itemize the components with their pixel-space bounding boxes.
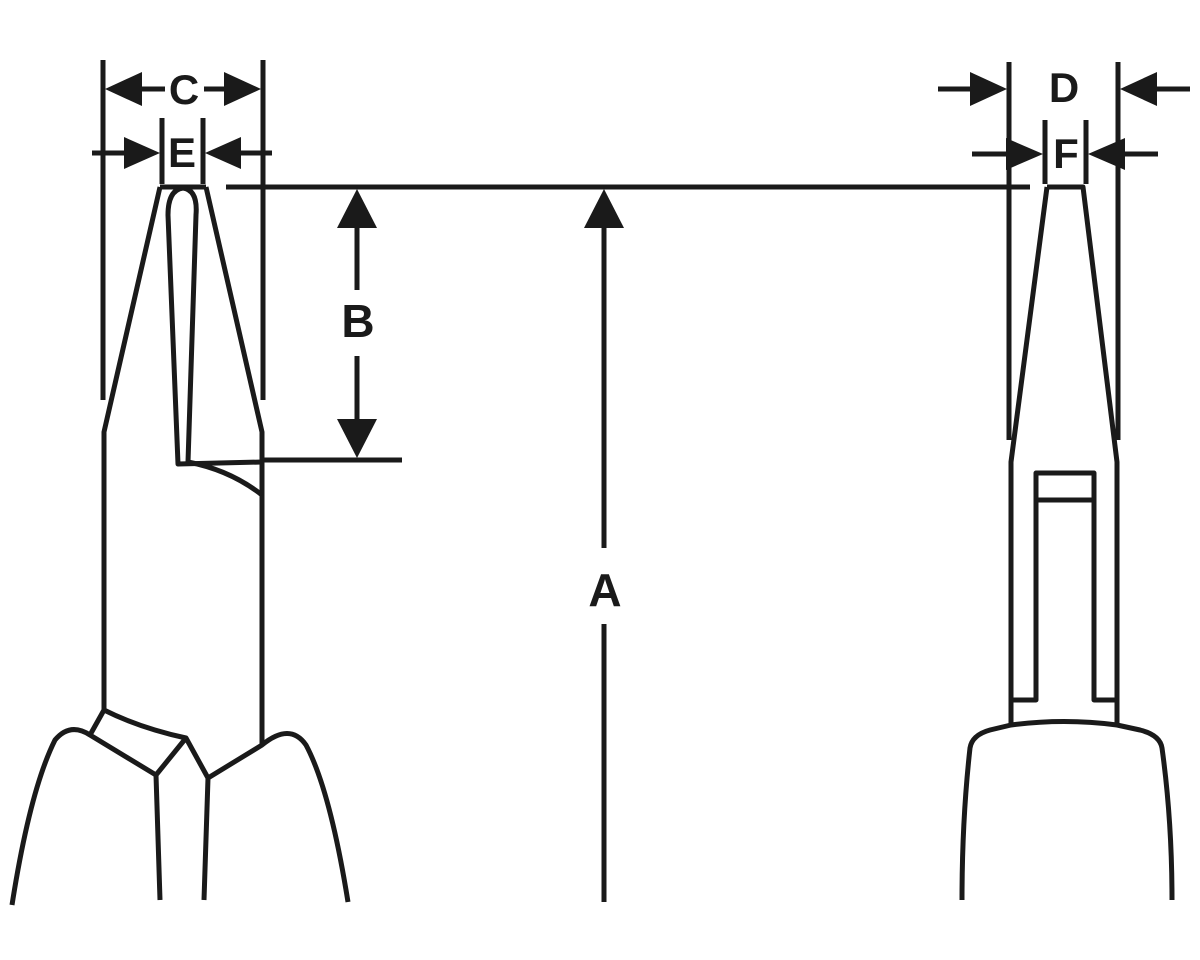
left-handle-right <box>102 707 351 903</box>
left-jaw-outline <box>101 184 265 745</box>
right-pliers-front-view <box>959 184 1175 901</box>
d-arrow-left <box>970 72 1007 106</box>
dimension-d: D <box>938 64 1190 111</box>
left-jaw-curve <box>187 459 264 497</box>
b-arrow-up <box>337 189 377 228</box>
right-handle <box>959 719 1175 901</box>
b-arrow-down <box>337 419 377 458</box>
label-c: C <box>169 66 199 113</box>
dimension-c: C <box>105 66 261 113</box>
reference-lines <box>100 60 1121 463</box>
label-d: D <box>1049 64 1079 111</box>
label-a: A <box>588 564 621 616</box>
c-arrow-left <box>105 72 142 106</box>
dimension-e: E <box>92 129 272 176</box>
d-arrow-right <box>1120 72 1157 106</box>
left-jaw-blade-edge <box>182 185 199 463</box>
label-f: F <box>1053 130 1079 177</box>
e-arrow-left <box>124 137 160 169</box>
f-arrow-left <box>1006 138 1043 170</box>
c-arrow-right <box>224 72 261 106</box>
dimension-f: F <box>972 130 1158 177</box>
right-jaw-slot <box>1011 470 1117 703</box>
right-jaw-outline <box>1008 184 1120 725</box>
label-b: B <box>341 295 374 347</box>
left-jaw-inner-blade <box>165 185 263 467</box>
left-pliers-side-view <box>9 184 351 906</box>
f-arrow-right <box>1088 138 1125 170</box>
dimension-b: B <box>337 189 377 458</box>
e-arrow-right <box>205 137 241 169</box>
label-e: E <box>168 129 196 176</box>
a-arrow-up <box>584 189 624 228</box>
left-handle-left <box>9 708 163 906</box>
dimension-a: A <box>584 189 624 902</box>
